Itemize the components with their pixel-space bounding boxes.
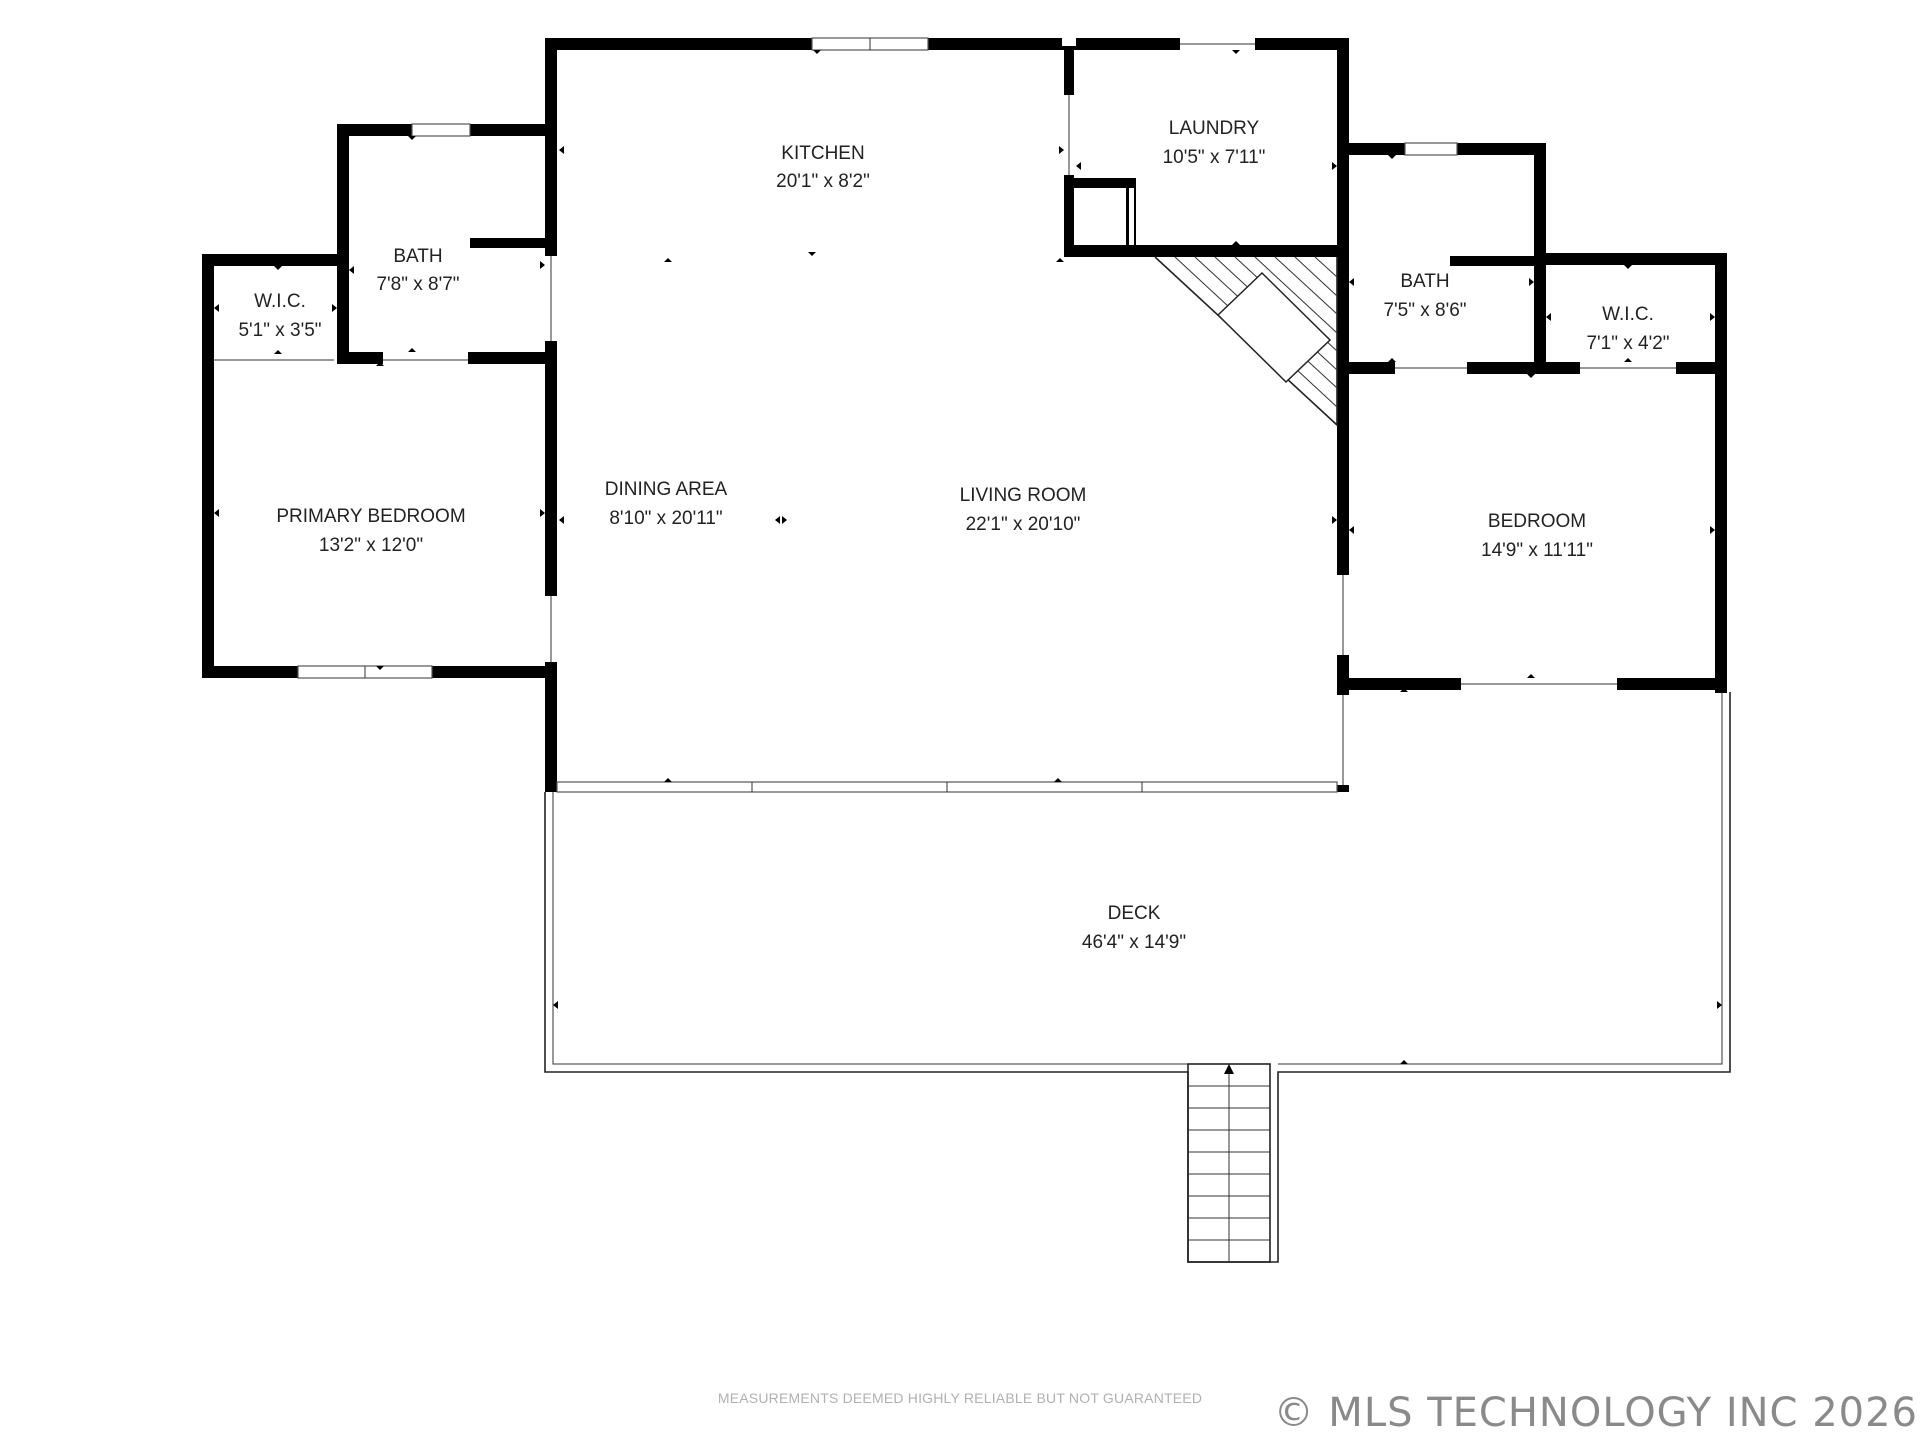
- room-dimensions: 13'2" x 12'0": [319, 535, 423, 556]
- room-dimensions: 7'1" x 4'2": [1586, 333, 1669, 354]
- room-dimensions: 22'1" x 20'10": [966, 514, 1081, 535]
- room-label-living-room: LIVING ROOM 22'1" x 20'10": [960, 485, 1087, 535]
- room-name: DINING AREA: [605, 479, 728, 500]
- room-name: BEDROOM: [1488, 511, 1586, 532]
- room-label-bedroom: BEDROOM 14'9" x 11'11": [1481, 511, 1593, 561]
- room-name: KITCHEN: [781, 143, 864, 164]
- room-name: W.I.C.: [254, 291, 306, 312]
- room-dimensions: 20'1" x 8'2": [776, 171, 870, 192]
- room-label-wic-right: W.I.C. 7'1" x 4'2": [1586, 304, 1669, 354]
- room-label-dining-area: DINING AREA 8'10" x 20'11": [605, 479, 728, 529]
- room-name: LAUNDRY: [1169, 118, 1260, 139]
- room-name: W.I.C.: [1602, 304, 1654, 325]
- room-label-kitchen: KITCHEN 20'1" x 8'2": [776, 143, 870, 192]
- room-dimensions: 5'1" x 3'5": [238, 320, 321, 341]
- room-label-bath-right: BATH 7'5" x 8'6": [1383, 271, 1466, 321]
- room-dimensions: 8'10" x 20'11": [609, 508, 722, 529]
- measurement-disclaimer: MEASUREMENTS DEEMED HIGHLY RELIABLE BUT …: [717, 1390, 1203, 1406]
- room-dimensions: 7'8" x 8'7": [376, 274, 459, 295]
- room-label-primary-bedroom: PRIMARY BEDROOM 13'2" x 12'0": [276, 506, 465, 556]
- room-dimensions: 7'5" x 8'6": [1383, 300, 1466, 321]
- room-label-wic-left: W.I.C. 5'1" x 3'5": [238, 291, 321, 341]
- room-dimensions: 46'4" x 14'9": [1082, 932, 1186, 953]
- room-dimensions: 10'5" x 7'11": [1163, 147, 1266, 168]
- deck-outline: [544, 692, 1731, 1263]
- room-label-laundry: LAUNDRY 10'5" x 7'11": [1163, 118, 1266, 168]
- interior-stairs: [1154, 256, 1338, 427]
- room-label-bath-left: BATH 7'8" x 8'7": [376, 246, 459, 295]
- windows: [297, 37, 1458, 793]
- deck-stairs: [1187, 1063, 1271, 1263]
- room-name: PRIMARY BEDROOM: [276, 506, 465, 527]
- copyright-watermark: © MLS TECHNOLOGY INC 2026: [1273, 1390, 1918, 1436]
- dimension-markers: [214, 50, 1722, 1064]
- room-label-deck: DECK 46'4" x 14'9": [1082, 903, 1186, 953]
- room-name: BATH: [393, 246, 442, 267]
- room-name: BATH: [1400, 271, 1449, 292]
- room-name: DECK: [1108, 903, 1161, 924]
- room-dimensions: 14'9" x 11'11": [1481, 540, 1593, 561]
- room-name: LIVING ROOM: [960, 485, 1087, 506]
- opening-lines: [214, 43, 1676, 785]
